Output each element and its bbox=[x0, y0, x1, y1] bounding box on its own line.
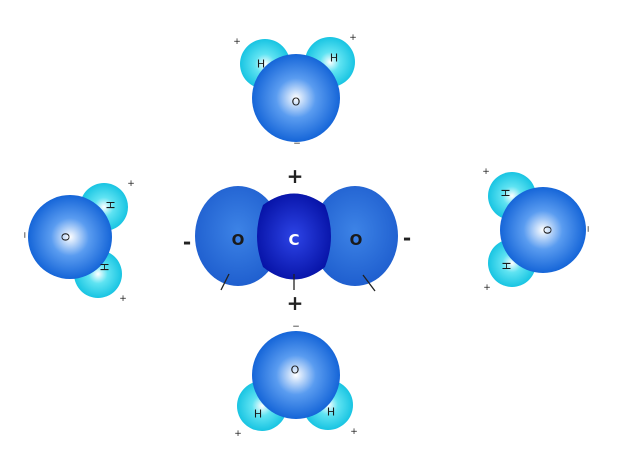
water-molecule-top: H H O + + − bbox=[233, 33, 357, 149]
co2-charge-right: - bbox=[403, 226, 411, 250]
charge-bottom-h-right: + bbox=[350, 427, 358, 437]
bond-tick-left bbox=[220, 273, 230, 291]
water-molecule-left: H H O + + − bbox=[19, 179, 135, 304]
charge-top-oxygen: − bbox=[293, 139, 301, 149]
charge-left-h-top: + bbox=[127, 179, 135, 189]
co2-oxygen-label-left: O bbox=[232, 231, 245, 249]
oxygen-label-bottom: O bbox=[291, 364, 300, 377]
oxygen-label-left: O bbox=[59, 233, 72, 242]
bond-tick-right bbox=[362, 274, 376, 292]
charge-top-h-right: + bbox=[349, 33, 357, 43]
co2-oxygen-atom-left bbox=[195, 186, 281, 286]
oxygen-atom-left bbox=[28, 195, 112, 279]
co2-charge-left: - bbox=[183, 230, 191, 254]
hydrogen-label-right-top: H bbox=[500, 189, 513, 197]
oxygen-label-top: O bbox=[292, 96, 301, 109]
hydrogen-label-left-bottom: H bbox=[98, 263, 111, 271]
co2-charge-bottom: + bbox=[287, 291, 304, 315]
charge-top-h-left: + bbox=[233, 37, 241, 47]
hydrogen-label-top-left: H bbox=[257, 58, 265, 71]
co2-carbon-atom bbox=[257, 193, 331, 280]
charge-left-h-bottom: + bbox=[119, 294, 127, 304]
oxygen-label-right: O bbox=[542, 225, 555, 234]
hydrogen-label-right-bottom: H bbox=[501, 262, 514, 270]
hydrogen-label-left-top: H bbox=[104, 201, 117, 209]
oxygen-atom-right bbox=[500, 187, 586, 273]
hydrogen-label-top-right: H bbox=[330, 52, 338, 65]
co2-oxygen-label-right: O bbox=[350, 231, 363, 249]
co2-carbon-label: C bbox=[288, 231, 299, 249]
charge-bottom-h-left: + bbox=[234, 429, 242, 439]
charge-right-h-top: + bbox=[482, 167, 490, 177]
hydrogen-label-bottom-left: H bbox=[254, 408, 262, 421]
charge-right-oxygen: − bbox=[584, 225, 594, 233]
carbon-dioxide-molecule: O C O - - + + bbox=[183, 164, 411, 315]
oxygen-atom-top bbox=[252, 54, 340, 142]
water-molecule-bottom: H H O + + − bbox=[234, 322, 358, 439]
charge-bottom-oxygen: − bbox=[292, 322, 300, 332]
charge-left-oxygen: − bbox=[19, 231, 29, 239]
co2-charge-top: + bbox=[287, 164, 304, 188]
co2-oxygen-atom-right bbox=[312, 186, 398, 286]
charge-right-h-bottom: + bbox=[483, 283, 491, 293]
water-molecule-right: H H O + + − bbox=[482, 167, 594, 293]
hydrogen-label-bottom-right: H bbox=[327, 406, 335, 419]
oxygen-atom-bottom bbox=[252, 331, 340, 419]
